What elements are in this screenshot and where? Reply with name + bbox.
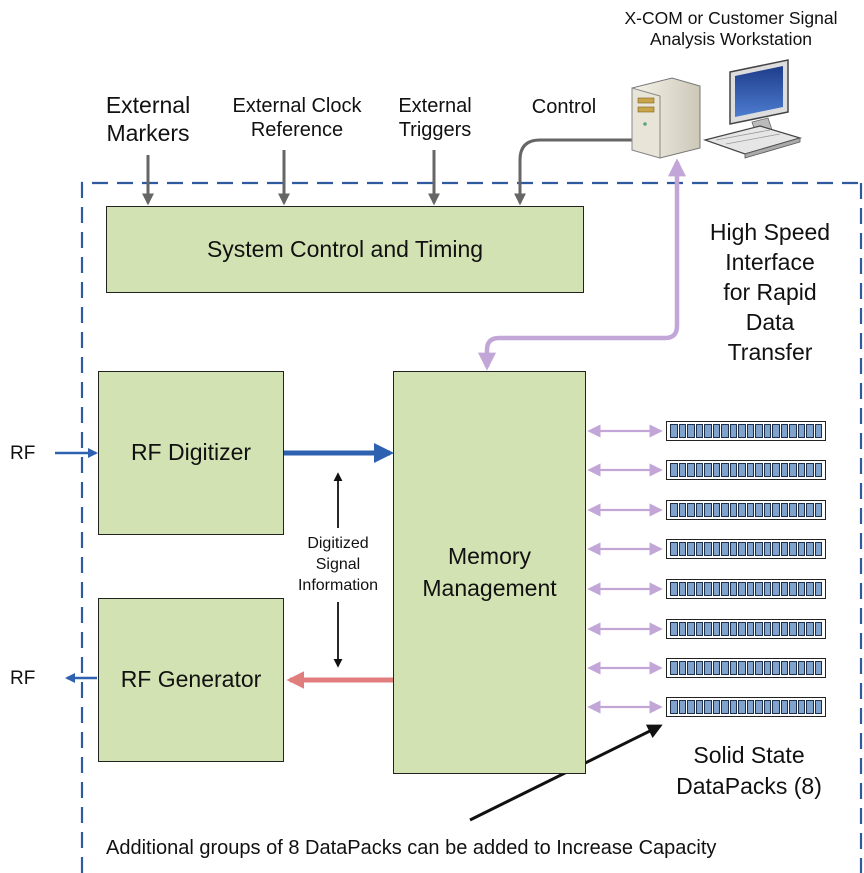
memory-line2: Management: [422, 574, 557, 601]
ssd-line2: DataPacks (8): [676, 773, 822, 800]
hs-line2: Interface: [725, 248, 815, 275]
rf-generator-label: RF Generator: [120, 666, 262, 693]
external-clock-line1: External Clock: [232, 95, 362, 117]
external-markers-label: External Markers: [86, 92, 210, 147]
memory-management-block: Memory Management: [393, 371, 586, 774]
datapack: [666, 697, 826, 717]
hs-line3: for Rapid: [723, 278, 817, 305]
digitized-line2: Signal: [315, 555, 361, 573]
datapack: [666, 539, 826, 559]
control-arrow: [514, 138, 640, 206]
rf-digitizer-block: RF Digitizer: [98, 371, 284, 535]
rf-digitizer-label: RF Digitizer: [130, 439, 252, 466]
datapack: [666, 658, 826, 678]
workstation-label-line2: Analysis Workstation: [649, 29, 813, 49]
system-control-block: System Control and Timing: [106, 206, 584, 293]
workstation-label-line1: X-COM or Customer Signal: [624, 8, 838, 28]
high-speed-interface-label: High Speed Interface for Rapid Data Tran…: [690, 218, 850, 367]
digitized-signal-label: Digitized Signal Information: [288, 534, 388, 597]
control-label: Control: [531, 96, 597, 118]
memory-management-label: Memory Management: [422, 541, 556, 603]
memory-line1: Memory: [447, 543, 532, 570]
footer-note: Additional groups of 8 DataPacks can be …: [104, 836, 719, 860]
rf-generator-block: RF Generator: [98, 598, 284, 762]
external-markers-line1: External: [105, 92, 191, 118]
datapack: [666, 619, 826, 639]
external-clock-label: External Clock Reference: [214, 94, 380, 142]
solid-state-datapacks-label: Solid State DataPacks (8): [666, 740, 832, 802]
digitized-line1: Digitized: [307, 535, 369, 552]
hs-line4: Data: [745, 308, 795, 335]
workstation-label: X-COM or Customer Signal Analysis Workst…: [598, 8, 864, 50]
external-clock-line2: Reference: [250, 119, 344, 141]
hs-line5: Transfer: [727, 338, 813, 365]
ssd-line1: Solid State: [693, 742, 805, 768]
external-triggers-line2: Triggers: [398, 119, 472, 141]
rf-output-label: RF: [10, 668, 36, 689]
external-triggers-label: External Triggers: [384, 94, 486, 142]
high-speed-interface-arrow: [478, 158, 686, 371]
system-control-label: System Control and Timing: [206, 235, 484, 262]
rf-input-label: RF: [10, 443, 36, 464]
datapack: [666, 460, 826, 480]
hs-line1: High Speed: [709, 219, 831, 245]
datapack: [666, 579, 826, 599]
digitized-line3: Information: [297, 576, 379, 594]
datapack: [666, 421, 826, 441]
external-markers-line2: Markers: [106, 119, 190, 146]
external-triggers-line1: External: [398, 95, 472, 117]
datapack: [666, 500, 826, 520]
